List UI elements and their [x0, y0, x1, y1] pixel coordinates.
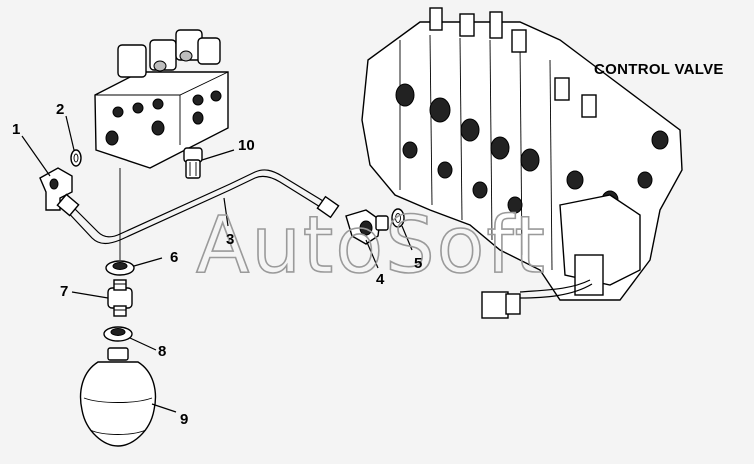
part-6-seal	[105, 260, 135, 276]
callout-1: 1	[12, 121, 20, 138]
control-valve-assembly	[361, 7, 683, 319]
part-4-elbow	[345, 209, 389, 245]
diagram-title: CONTROL VALVE	[594, 61, 724, 78]
part-1-elbow	[39, 167, 73, 211]
callout-3: 3	[226, 231, 234, 248]
part-10-plug	[183, 147, 203, 179]
part-2-o-ring	[70, 149, 82, 167]
callout-10: 10	[238, 137, 255, 154]
part-5-o-ring	[391, 208, 405, 228]
part-9-accumulator	[79, 347, 157, 447]
part-8-seal	[103, 326, 133, 342]
callout-6: 6	[170, 249, 178, 266]
callout-2: 2	[56, 101, 64, 118]
leader-lines	[21, 115, 413, 413]
callout-9: 9	[180, 411, 188, 428]
callout-7: 7	[60, 283, 68, 300]
part-7-adapter	[107, 279, 133, 317]
watermark: AutoSoft	[196, 201, 547, 291]
callout-4: 4	[376, 271, 385, 288]
callout-5: 5	[414, 255, 422, 272]
solenoid-valve-block	[94, 29, 229, 260]
part-3-tube	[56, 169, 340, 245]
callout-8: 8	[158, 343, 166, 360]
